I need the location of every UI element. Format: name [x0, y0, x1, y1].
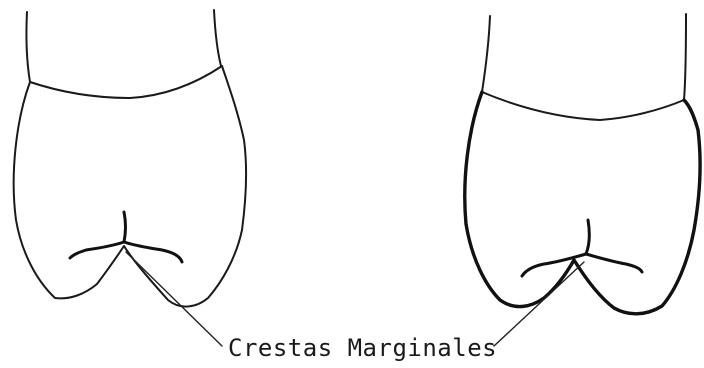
right-tooth-marginal-ridge [586, 220, 589, 254]
right-tooth-cervical-line [482, 92, 684, 120]
leader-lines [126, 252, 584, 346]
left-tooth-marginal-ridge-left [70, 242, 124, 258]
right-tooth-marginal-ridge-right [586, 254, 642, 272]
right-tooth-drawing [465, 14, 700, 314]
left-tooth-marginal-ridge [124, 212, 126, 242]
left-tooth-crown-outline [14, 66, 246, 307]
right-tooth-crown-outline [465, 92, 700, 314]
left-tooth-cervical-line [30, 66, 222, 98]
left-tooth-drawing [14, 10, 246, 307]
left-tooth-root-right-edge [214, 10, 221, 66]
left-tooth-root-left-edge [26, 12, 30, 82]
right-tooth-root-right-edge [684, 14, 686, 100]
marginal-ridges-label: Crestas Marginales [228, 336, 497, 360]
right-tooth-root-left-edge [482, 16, 490, 92]
